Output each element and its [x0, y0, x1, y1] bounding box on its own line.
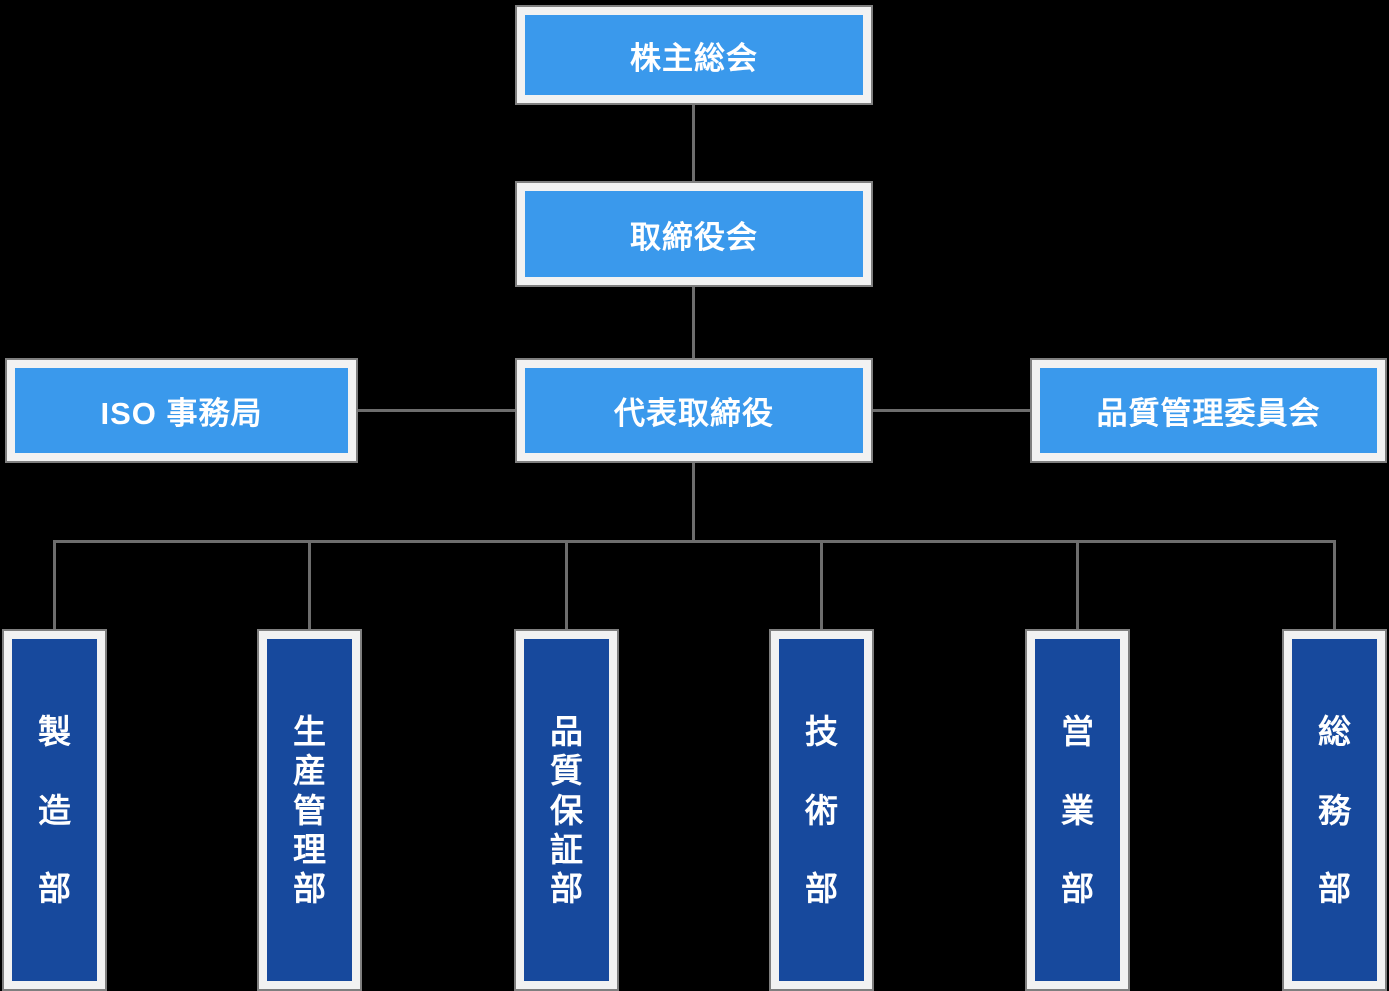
node-dept-production-control: 生産管理部: [257, 629, 362, 991]
connector-stub-general-affairs: [1333, 540, 1336, 630]
connector-shareholders-board: [692, 105, 695, 182]
connector-stub-manufacturing: [53, 540, 56, 630]
node-dept-manufacturing: 製造部: [2, 629, 107, 991]
node-dept-engineering: 技術部: [769, 629, 874, 991]
node-dept-manufacturing-label: 製造部: [38, 713, 71, 907]
connector-director-down: [692, 463, 695, 541]
connector-stub-engineering: [820, 540, 823, 630]
node-board-of-directors: 取締役会: [515, 181, 873, 287]
node-dept-quality-assurance: 品質保証部: [514, 629, 619, 991]
node-representative-director-label: 代表取締役: [525, 368, 863, 453]
node-representative-director: 代表取締役: [515, 358, 873, 463]
node-dept-general-affairs-label: 総務部: [1318, 713, 1351, 907]
node-dept-general-affairs: 総務部: [1282, 629, 1387, 991]
node-quality-management-committee-label: 品質管理委員会: [1040, 368, 1377, 453]
node-board-of-directors-label: 取締役会: [525, 191, 863, 277]
node-quality-management-committee: 品質管理委員会: [1030, 358, 1387, 463]
connector-distribution-bar: [53, 540, 1336, 543]
node-iso-office: ISO 事務局: [5, 358, 358, 463]
connector-stub-quality-assurance: [565, 540, 568, 630]
node-shareholders-meeting-label: 株主総会: [525, 15, 863, 95]
connector-stub-production-control: [308, 540, 311, 630]
node-dept-engineering-label: 技術部: [805, 713, 838, 907]
node-iso-office-label: ISO 事務局: [15, 368, 348, 453]
connector-stub-sales: [1076, 540, 1079, 630]
connector-board-director: [692, 287, 695, 358]
connector-iso-director: [358, 409, 515, 412]
connector-director-committee: [873, 409, 1030, 412]
node-shareholders-meeting: 株主総会: [515, 5, 873, 105]
node-dept-production-control-label: 生産管理部: [293, 713, 326, 907]
node-dept-sales-label: 営業部: [1061, 713, 1094, 907]
node-dept-sales: 営業部: [1025, 629, 1130, 991]
node-dept-quality-assurance-label: 品質保証部: [550, 713, 583, 907]
